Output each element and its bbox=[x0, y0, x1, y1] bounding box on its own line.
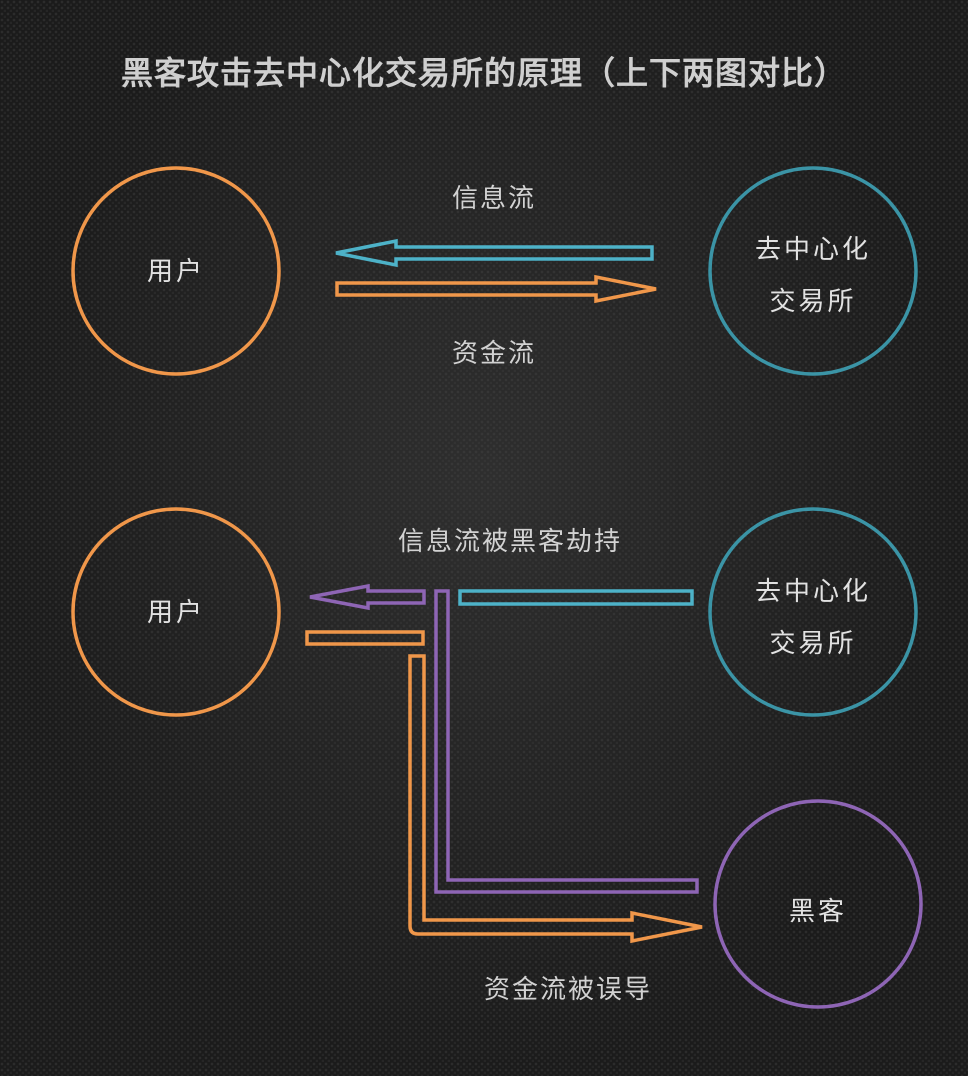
bottom-user-label: 用户 bbox=[147, 598, 205, 628]
top-info-flow-label: 信息流 bbox=[452, 184, 536, 214]
top-info-flow-arrow bbox=[335, 238, 654, 268]
info-hijacked-label: 信息流被黑客劫持 bbox=[398, 527, 622, 557]
hacker-node bbox=[713, 799, 923, 1009]
blocked-info-flow-bar bbox=[458, 589, 694, 606]
hacker-label: 黑客 bbox=[789, 897, 847, 927]
bottom-user-node bbox=[71, 507, 281, 717]
money-misled-label: 资金流被误导 bbox=[484, 975, 652, 1005]
user-money-outflow-bar bbox=[305, 630, 425, 646]
top-money-flow-arrow bbox=[335, 274, 657, 304]
diagram-title: 黑客攻击去中心化交易所的原理（上下两图对比） bbox=[121, 54, 847, 92]
top-exchange-label-line2: 交易所 bbox=[769, 287, 856, 317]
top-money-flow-label: 资金流 bbox=[452, 339, 536, 369]
hijacked-info-arrowhead bbox=[309, 583, 426, 611]
top-exchange-label-line1: 去中心化 bbox=[755, 235, 871, 265]
top-user-node bbox=[71, 166, 281, 376]
hijacked-info-flow-arrow bbox=[434, 589, 699, 894]
bottom-exchange-node bbox=[708, 507, 918, 717]
top-diagram: 用户 去中心化 交易所 信息流 资金流 bbox=[71, 166, 918, 376]
bottom-exchange-label-line1: 去中心化 bbox=[755, 577, 871, 607]
top-exchange-node bbox=[708, 166, 918, 376]
bottom-diagram: 信息流被黑客劫持 用户 去中心化 交易所 黑客 资金流被误导 bbox=[71, 507, 923, 1009]
top-user-label: 用户 bbox=[147, 257, 205, 287]
bottom-exchange-label-line2: 交易所 bbox=[769, 629, 856, 659]
misled-money-flow-arrow bbox=[408, 654, 703, 944]
